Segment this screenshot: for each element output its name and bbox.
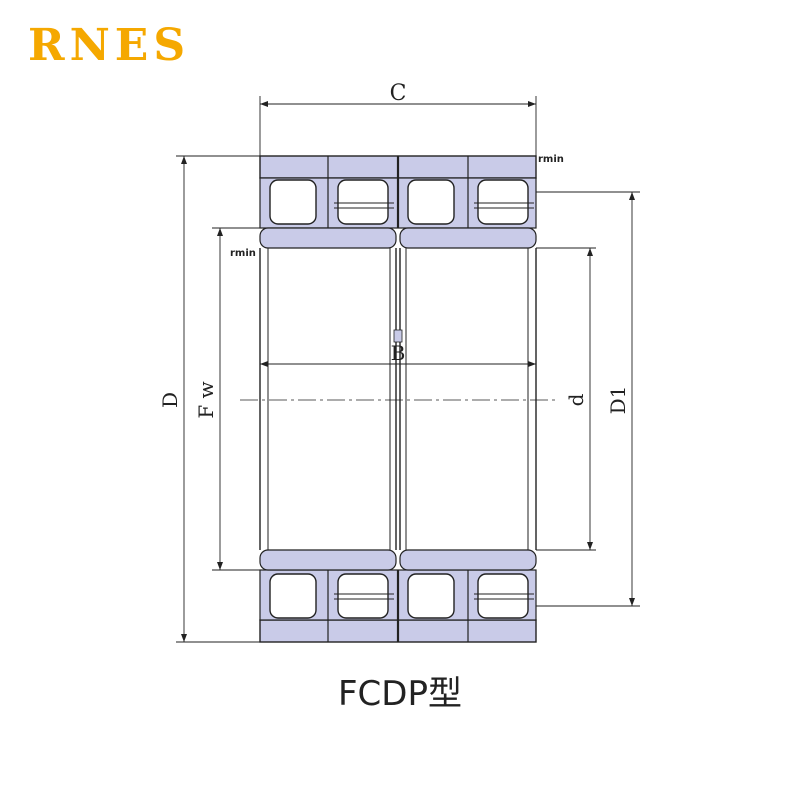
- roller-top-4: [477, 179, 529, 225]
- label-d: d: [564, 393, 588, 406]
- label-rmin-top: rmin: [538, 154, 564, 165]
- roller-bottom-3: [407, 573, 455, 619]
- inner-race-bottom-left: [259, 549, 397, 571]
- brand-logo: RNES: [28, 20, 191, 71]
- label-D1: D1: [606, 386, 630, 415]
- label-B: B: [391, 341, 406, 365]
- roller-bottom-1: [269, 573, 317, 619]
- inner-race-top-right: [399, 227, 537, 249]
- label-rmin-left: rmin: [230, 248, 256, 259]
- label-Fw: F w: [194, 381, 218, 418]
- label-D: D: [158, 392, 182, 408]
- roller-top-1: [269, 179, 317, 225]
- figure-caption: FCDP型: [338, 674, 462, 714]
- roller-bottom-4: [477, 573, 529, 619]
- roller-top-2: [337, 179, 389, 225]
- inner-race-top-left: [259, 227, 397, 249]
- label-C: C: [390, 81, 407, 106]
- roller-top-3: [407, 179, 455, 225]
- roller-bottom-2: [337, 573, 389, 619]
- inner-race-bottom-right: [399, 549, 537, 571]
